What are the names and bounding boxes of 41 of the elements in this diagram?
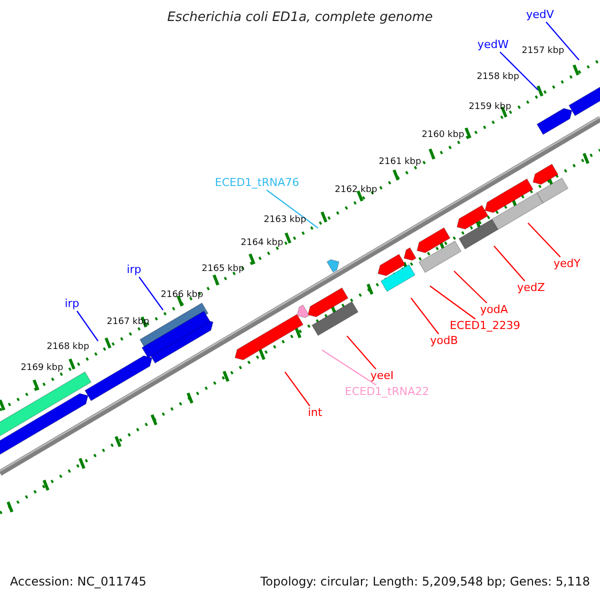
gene-label: yeeI	[370, 370, 394, 382]
leader-line	[346, 336, 376, 370]
leader-line	[494, 246, 526, 282]
tick-label: 2157 kbp	[522, 47, 564, 57]
leader-line	[546, 22, 580, 60]
tick-label: 2160 kbp	[422, 131, 464, 141]
gene-label: yodB	[430, 334, 458, 348]
gene-label: yedW	[477, 38, 509, 52]
tick-label: 2169 kbp	[20, 364, 64, 374]
genome-info-text: Topology: circular; Length: 5,209,548 bp; Genes: 5,118	[260, 575, 590, 589]
gene-label: yedV	[526, 8, 554, 22]
tick-label: 2158 kbp	[476, 73, 520, 83]
tick-label: 2166 kbp	[160, 291, 204, 301]
accession-text: Accession: NC_011745	[10, 575, 146, 589]
title: Escherichia coli ED1a, complete genome	[167, 10, 433, 26]
leader-line	[284, 372, 310, 406]
leader-line	[322, 350, 376, 386]
gene-label: ECED1_tRNA76	[214, 176, 300, 190]
tick-label: 2168 kbp	[46, 343, 90, 353]
gene-label: int	[308, 406, 322, 420]
leader-line	[430, 286, 476, 320]
leader-line	[454, 270, 488, 304]
gene-label: yedY	[554, 258, 580, 270]
gene-label: ECED1_2239	[450, 320, 520, 332]
gene-label: ECED1_tRNA22	[344, 386, 430, 398]
tick-label: 2163 kbp	[264, 216, 306, 226]
leader-line	[410, 298, 440, 334]
leader-line	[138, 276, 164, 310]
gene-label: irp	[126, 264, 142, 276]
tick-label: 2162 kbp	[334, 186, 378, 196]
tick-label: 2165 kbp	[202, 265, 244, 275]
tick-label: 2164 kbp	[240, 239, 284, 249]
tick-label: 2161 kbp	[378, 158, 422, 168]
leader-line	[76, 310, 98, 342]
leader-line	[528, 222, 561, 258]
tick-label: 2159 kbp	[468, 103, 512, 113]
gene-label: yedZ	[517, 282, 545, 294]
gene-label: yodA	[480, 304, 508, 316]
gene-label: irp	[64, 298, 80, 310]
leader-line	[266, 190, 318, 228]
leader-line	[500, 52, 538, 90]
